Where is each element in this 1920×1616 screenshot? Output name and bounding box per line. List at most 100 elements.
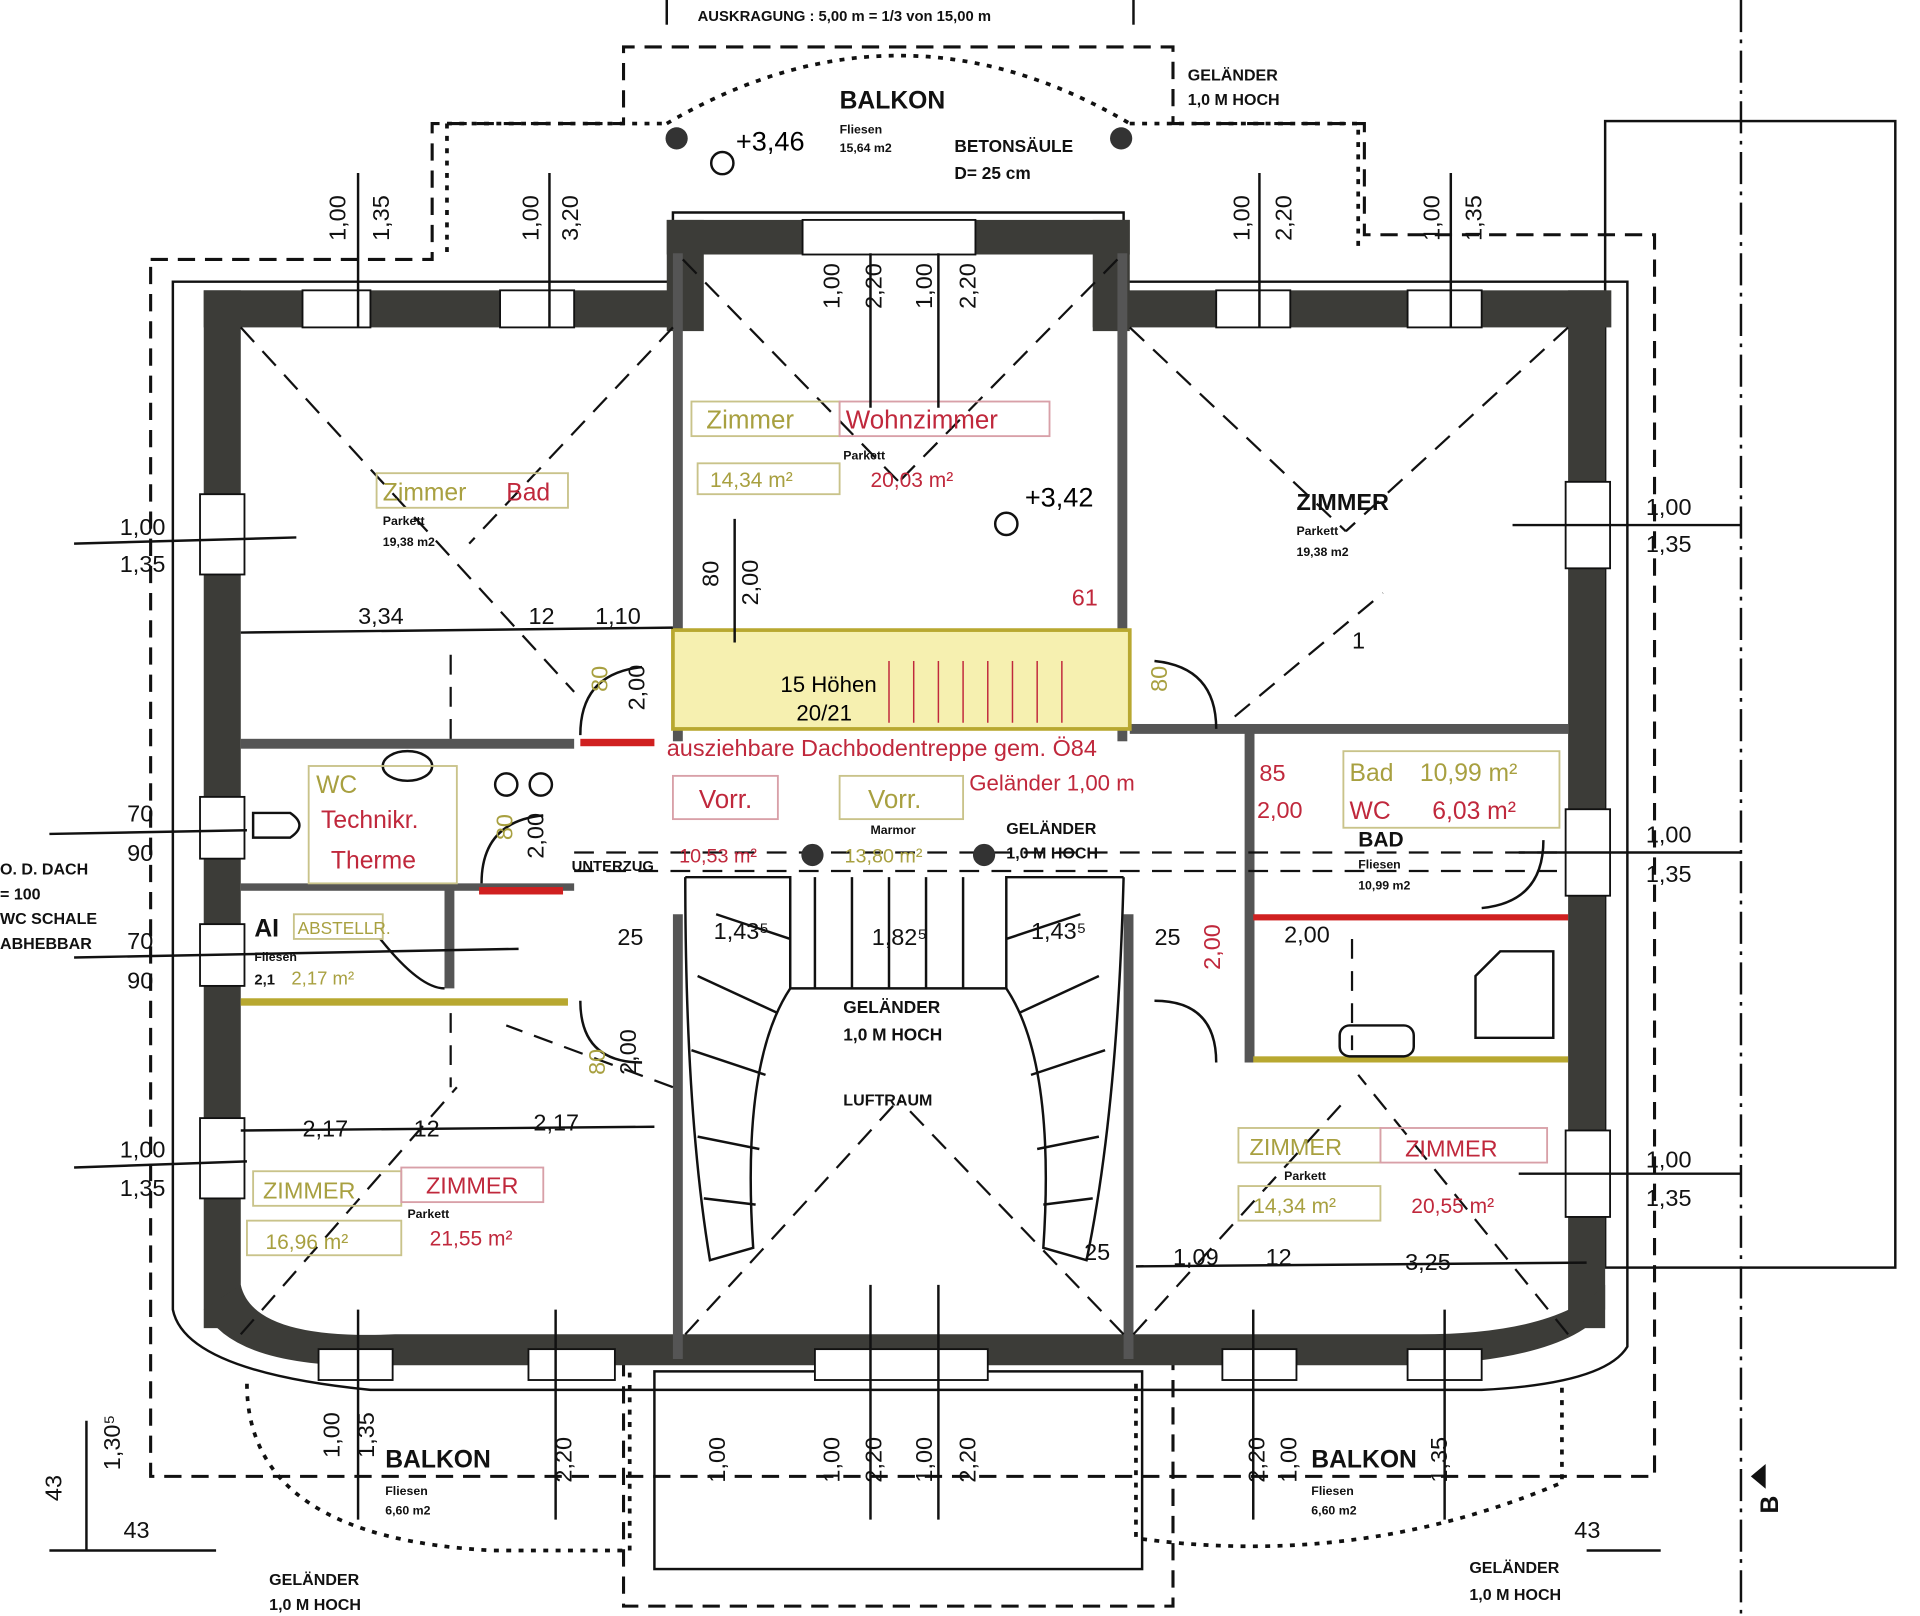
room-sw-floor: Parkett xyxy=(407,1207,449,1221)
stair-treads xyxy=(888,660,1063,723)
new-wall-red xyxy=(479,887,564,895)
dim-label: 3,20 xyxy=(557,195,583,241)
new-wall-yellow xyxy=(240,998,568,1006)
hall1-label: Vorr. xyxy=(699,786,752,814)
cantilever-note: AUSKRAGUNG : 5,00 m = 1/3 von 15,00 m xyxy=(698,9,991,25)
room-sw-old-area: 16,96 m² xyxy=(265,1231,348,1254)
dim-label: 1,35 xyxy=(1461,195,1487,241)
dim-label: 70 xyxy=(127,928,153,954)
dim-label: 1,00 xyxy=(517,195,543,241)
dim-label: 2,20 xyxy=(1271,195,1297,241)
dim-label: 2,00 xyxy=(522,813,548,859)
dim-label: 2,20 xyxy=(954,263,980,309)
railing-height-sw: 1,0 M HOCH xyxy=(269,1596,361,1614)
room-ne-floor: Parkett xyxy=(1296,524,1338,538)
dim-label: 2,17 xyxy=(303,1116,349,1142)
label-box xyxy=(1237,1185,1382,1222)
room-sw-old-name: ZIMMER xyxy=(263,1177,355,1203)
column xyxy=(801,843,824,867)
dim-label: 1,00 xyxy=(819,263,845,309)
label-box xyxy=(1342,750,1561,829)
room-n-new-name: Wohnzimmer xyxy=(846,407,999,435)
dim-label: 85 xyxy=(1259,760,1285,786)
void-railing-label: GELÄNDER xyxy=(843,997,940,1017)
storage-new-area: 2,17 m² xyxy=(291,968,354,989)
label-box xyxy=(1379,1127,1549,1164)
dim-label: 1,00 xyxy=(911,263,937,309)
dim-label: 1,09 xyxy=(1173,1244,1219,1270)
column-dimension: D= 25 cm xyxy=(954,163,1030,183)
room-ne-area: 19,38 m2 xyxy=(1296,545,1348,559)
level-symbol-icon xyxy=(993,511,1019,537)
dim-label: 1,00 xyxy=(1275,1437,1301,1483)
side-note: O. D. DACH xyxy=(0,861,88,879)
concrete-column xyxy=(1110,127,1133,150)
dim-label: 1,35 xyxy=(120,1175,166,1201)
label-box xyxy=(307,765,458,885)
dim-label: 1,35 xyxy=(1646,1185,1692,1211)
balcony-sw-area: 6,60 m2 xyxy=(385,1504,430,1518)
hall1-area: 10,53 m² xyxy=(679,845,757,867)
railing-height: 1,0 M HOCH xyxy=(1188,91,1280,109)
room-sw-new-area: 21,55 m² xyxy=(430,1227,513,1250)
dim-label: 2,00 xyxy=(737,560,763,606)
storage-area: 2,1 xyxy=(254,973,275,989)
new-wall-red xyxy=(580,738,655,747)
balcony-railing-sw xyxy=(245,1371,632,1553)
section-arrow-icon xyxy=(1750,1464,1766,1489)
balcony-sw-label: BALKON xyxy=(385,1447,491,1474)
dim-label: 1,35 xyxy=(1646,531,1692,557)
hall2-floor: Marmor xyxy=(870,823,915,837)
dim-label: 1,00 xyxy=(120,514,166,540)
dimension-labels: 1,00 1,35 1,00 3,20 1,00 2,20 1,00 2,20 … xyxy=(41,195,1692,1543)
room-se-new-area: 20,55 m² xyxy=(1411,1195,1494,1218)
room-se-new-name: ZIMMER xyxy=(1405,1135,1497,1161)
dim-label: 2,00 xyxy=(1257,797,1303,823)
dim-label: 1,00 xyxy=(325,195,351,241)
railing-label: GELÄNDER xyxy=(1188,66,1278,84)
beam-label: UNTERZUG xyxy=(572,859,654,875)
dim-label: 1,00 xyxy=(1646,822,1692,848)
bath-old-label: BAD xyxy=(1358,828,1403,851)
column xyxy=(972,843,996,867)
interior-walls xyxy=(240,253,1569,1360)
dim-label: 2,17 xyxy=(533,1109,579,1135)
dim-label: 25 xyxy=(617,924,643,950)
wc-area: 6,03 m² xyxy=(1432,798,1516,825)
dim-label: 43 xyxy=(1574,1517,1600,1543)
room-se-old-area: 14,34 m² xyxy=(1253,1195,1336,1218)
room-nw-floor: Parkett xyxy=(383,514,425,528)
stair-ratio: 20/21 xyxy=(796,700,852,725)
side-note: WC SCHALE xyxy=(0,910,97,928)
dim-label: 1,00 xyxy=(1229,195,1255,241)
railing-label-se: GELÄNDER xyxy=(1469,1559,1559,1577)
roof-outline xyxy=(149,45,1657,1478)
label-box xyxy=(696,462,841,496)
column-label: BETONSÄULE xyxy=(954,136,1073,156)
dim-label: 1,10 xyxy=(595,603,641,629)
dim-label: 12 xyxy=(414,1116,440,1142)
dim-label: 25 xyxy=(1154,924,1180,950)
attic-stair-note: ausziehbare Dachbodentreppe gem. Ö84 xyxy=(667,735,1097,761)
label-box xyxy=(838,774,965,821)
label-box xyxy=(838,400,1051,438)
wc-label: WC xyxy=(1350,798,1391,825)
balcony-top-floor: Fliesen xyxy=(840,122,883,136)
bath-area: 10,99 m² xyxy=(1420,760,1517,787)
label-box xyxy=(400,1166,545,1204)
hall-railing-label: GELÄNDER xyxy=(1006,820,1096,838)
stair-steps: 15 Höhen xyxy=(780,672,876,697)
room-n-old-name: Zimmer xyxy=(706,407,794,435)
dim-label: 80 xyxy=(586,666,612,692)
dim-label: 1 xyxy=(1352,628,1365,654)
dim-label: 61 xyxy=(1072,584,1098,610)
bath-label: Bad xyxy=(1350,760,1394,787)
dim-label: 1,00 xyxy=(120,1137,166,1163)
dim-label: 80 xyxy=(584,1049,610,1075)
balcony-se-area: 6,60 m2 xyxy=(1311,1504,1356,1518)
label-box xyxy=(375,472,569,509)
label-box xyxy=(672,774,779,821)
dim-label: 43 xyxy=(41,1475,67,1501)
room-se-old-name: ZIMMER xyxy=(1250,1134,1342,1160)
dim-label: 80 xyxy=(698,561,724,587)
